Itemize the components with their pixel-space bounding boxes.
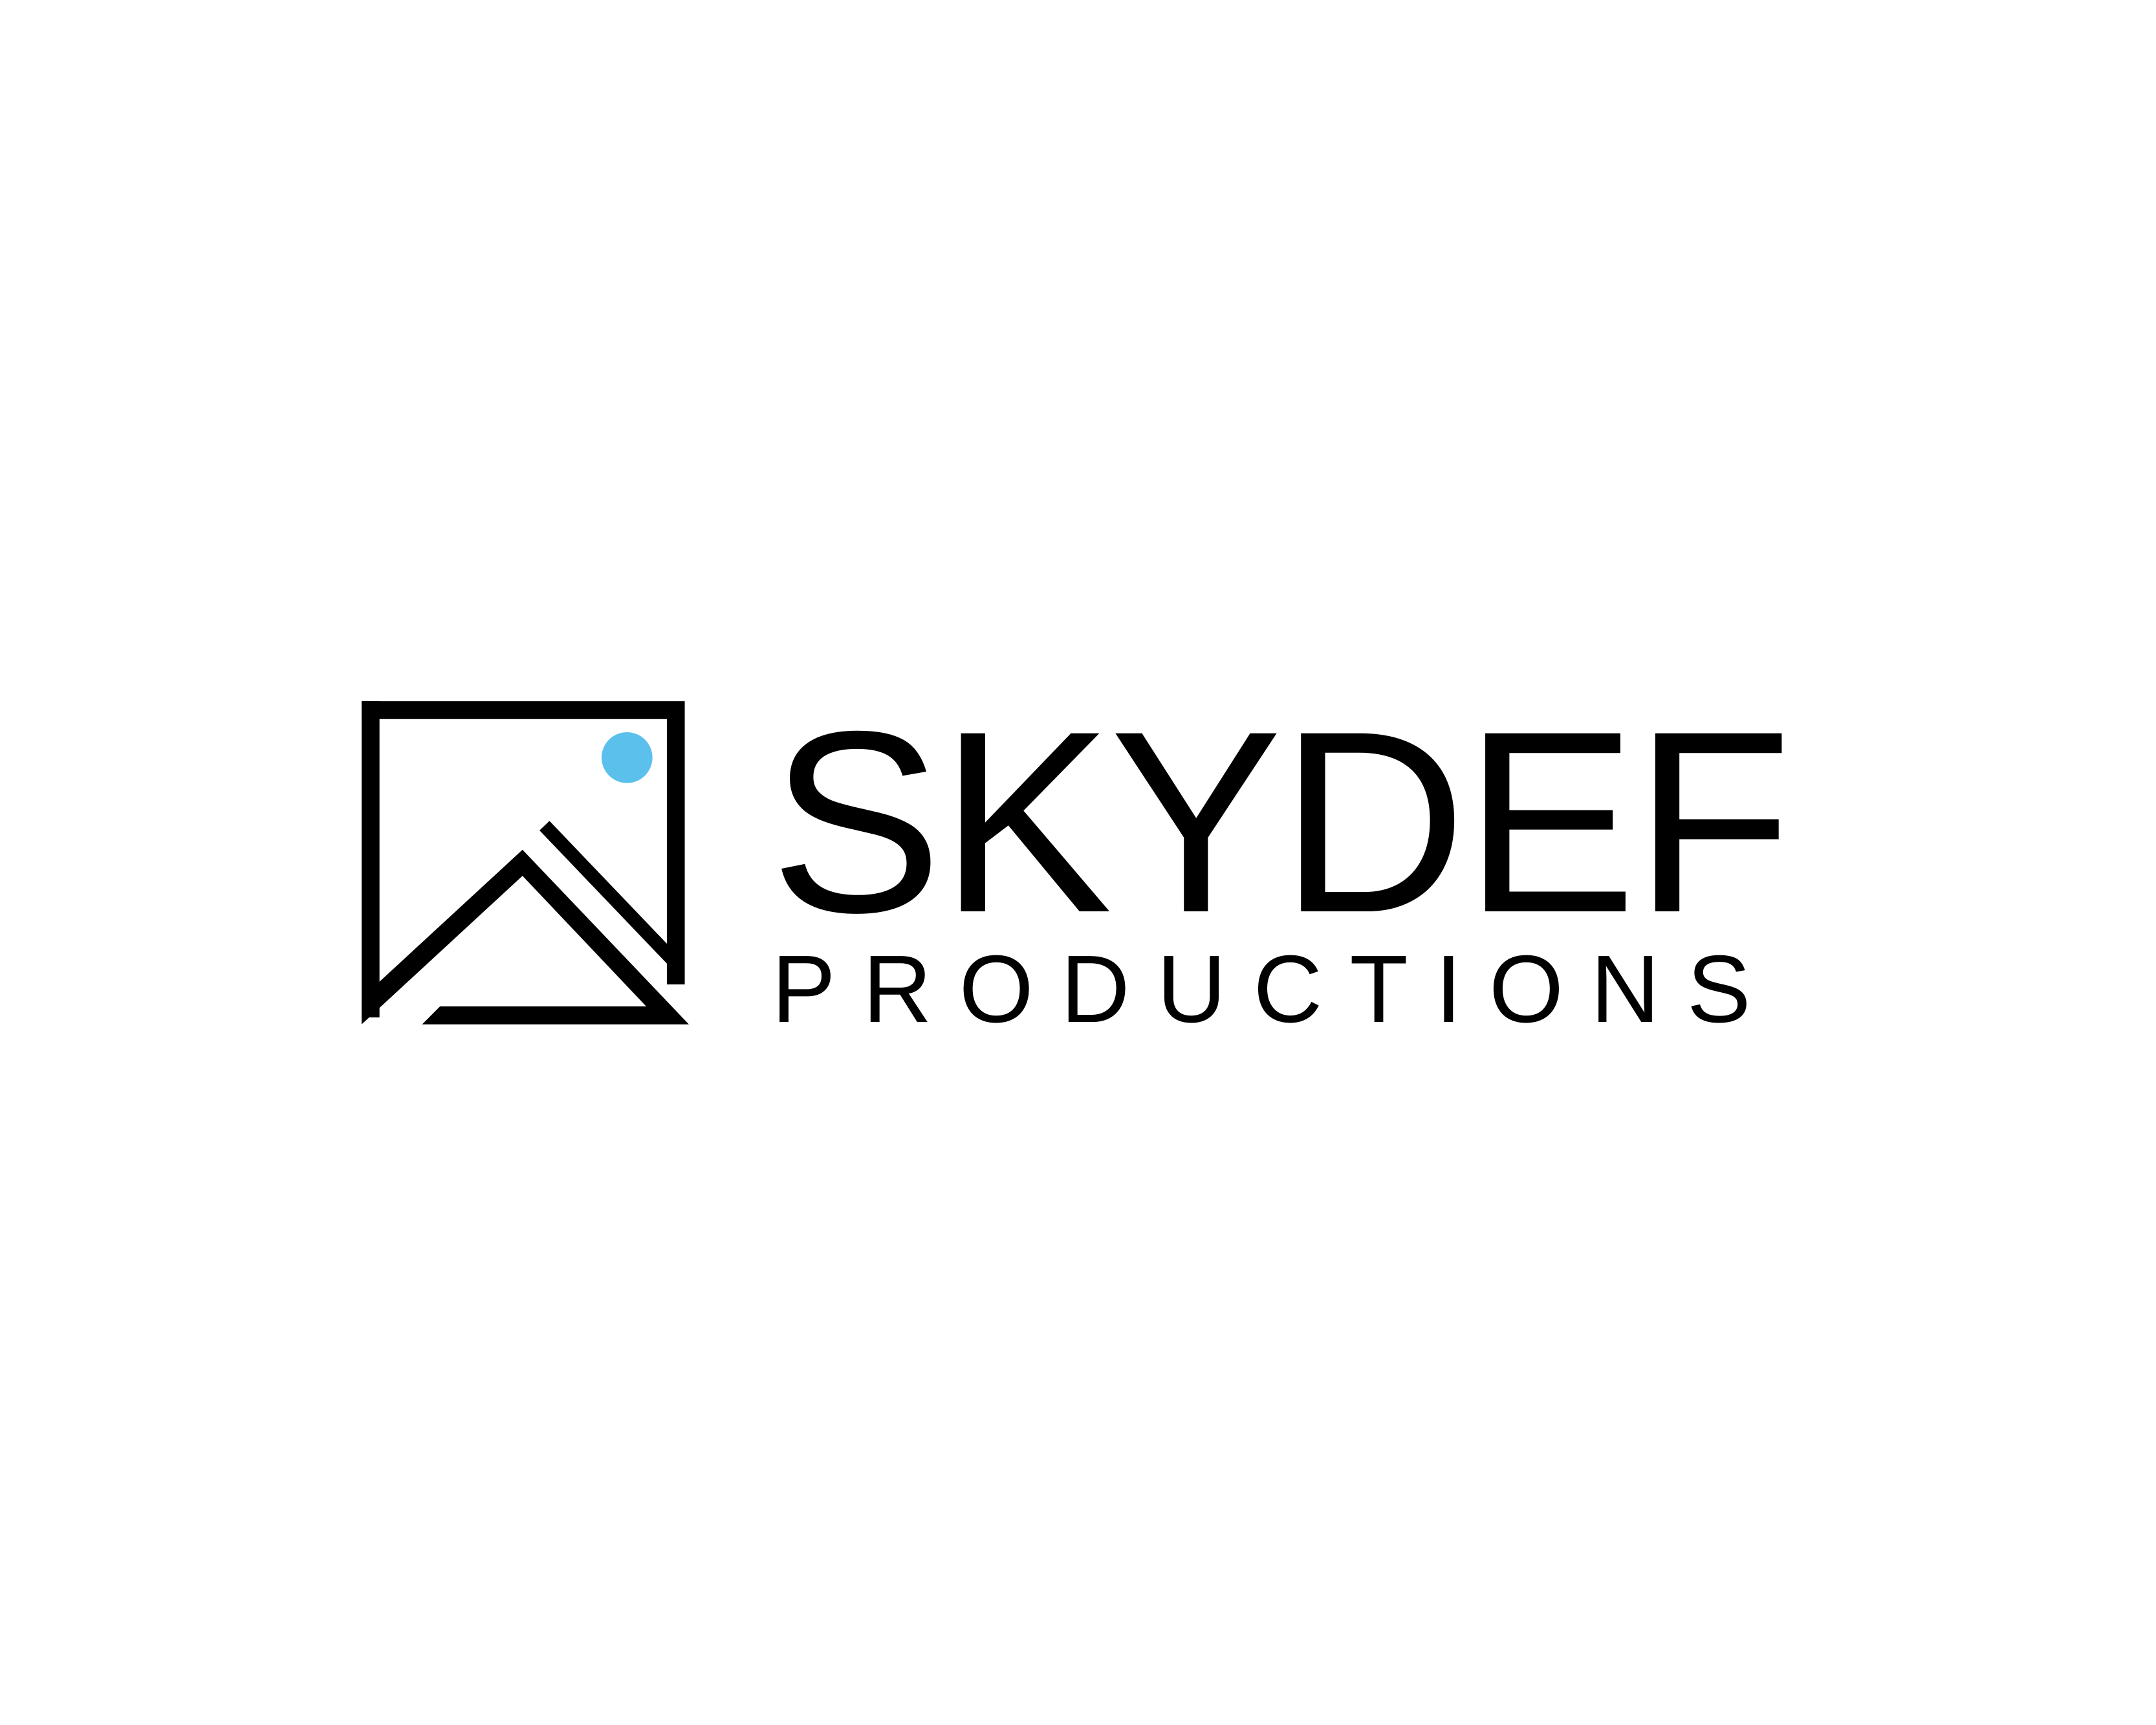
- brand-tagline: PRODUCTIONS: [772, 936, 1778, 1043]
- frame-left-edge: [362, 701, 380, 1018]
- sun-icon: [601, 732, 653, 783]
- frame-inner-diagonal: [539, 821, 684, 971]
- brand-name: SKYDEF: [770, 677, 1792, 966]
- frame-top-right-edge: [362, 701, 685, 985]
- mountain-shape: [362, 849, 689, 1025]
